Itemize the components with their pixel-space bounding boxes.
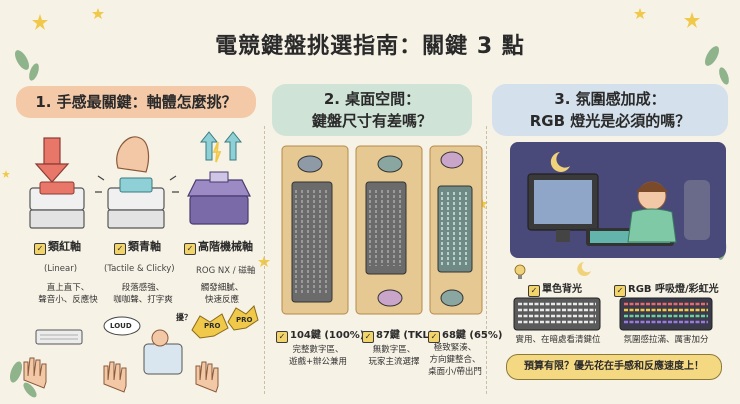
size-desc: 完整數字區、 遊戲+辦公兼用 xyxy=(276,344,360,368)
single-color-keyboard xyxy=(513,297,601,331)
switch-desc: 直上直下、 聲音小、反應快 xyxy=(18,282,118,306)
size-name: 68鍵 (65%) xyxy=(442,330,503,341)
desc-line: 段落感強、 xyxy=(121,283,165,293)
loud-bubble: LOUD xyxy=(110,322,132,330)
speech-bubble xyxy=(103,305,259,339)
switch-label-blue: ✓類青軸 xyxy=(114,238,161,255)
desc-line: 無數字區、 xyxy=(372,345,416,355)
size-desc: 極致緊湊、 方向鍵整合、 桌面小/帶出門 xyxy=(424,342,486,378)
budget-tip-banner: 預算有限？優先花在手感和反應速度上！ xyxy=(506,354,722,380)
desc-line: 桌面小/帶出門 xyxy=(428,367,482,377)
question-mark: 擾？ xyxy=(176,313,192,322)
pro-badge: PRO xyxy=(236,316,253,324)
pro-badge: PRO xyxy=(204,322,221,330)
desc-line: 方向鍵整合、 xyxy=(429,355,481,365)
moon-icon xyxy=(577,262,591,276)
check-icon: ✓ xyxy=(614,285,626,297)
column-divider xyxy=(264,126,265,394)
desc-line: 完整數字區、 xyxy=(292,345,344,355)
check-icon: ✓ xyxy=(528,285,540,297)
desc-line: 觸發細膩、 xyxy=(200,283,244,293)
lighting-label-single: ✓單色背光 xyxy=(528,280,582,297)
switch-label-mech: ✓高階機械軸 xyxy=(184,238,253,255)
check-icon: ✓ xyxy=(184,243,196,255)
switch-name: 類紅軸 xyxy=(48,240,81,253)
switch-type: ROG NX / 磁軸 xyxy=(196,266,256,276)
lighting-desc: 實用、在暗處看清鍵位 xyxy=(515,335,601,345)
small-keyboard-icon xyxy=(35,329,83,345)
column-divider xyxy=(486,126,487,394)
desc-line: 聲音小、反應快 xyxy=(38,295,98,305)
desk-tkl-illustration xyxy=(355,145,423,315)
desc-line: 快速反應 xyxy=(204,295,239,305)
lighting-desc: 氛圍感拉滿、厲害加分 xyxy=(623,335,709,345)
switch-name: 高階機械軸 xyxy=(198,240,253,253)
check-icon: ✓ xyxy=(362,331,374,343)
gamer-scene-illustration xyxy=(510,142,726,258)
switch-type: (Tactile & Clicky) xyxy=(104,264,175,274)
desc-line: 直上直下、 xyxy=(46,283,90,293)
lighting-name: 單色背光 xyxy=(542,284,582,295)
size-desc: 無數字區、 玩家主流選擇 xyxy=(360,344,428,368)
check-icon: ✓ xyxy=(114,243,126,255)
mechanical-switch-illustration xyxy=(187,131,251,225)
section-3-heading-line2: RGB 燈光是必須的嗎？ xyxy=(529,112,691,130)
desc-line: 玩家主流選擇 xyxy=(368,357,420,367)
switch-name: 類青軸 xyxy=(128,240,161,253)
section-3-heading-line1: 3. 氛圍感加成： xyxy=(554,90,666,108)
sleeping-person-illustration xyxy=(143,329,183,375)
check-icon: ✓ xyxy=(428,331,440,343)
section-2-heading-line1: 2. 桌面空間： xyxy=(323,90,421,108)
switch-desc: 觸發細膩、 快速反應 xyxy=(190,282,254,306)
check-icon: ✓ xyxy=(276,331,288,343)
size-label-tkl: ✓87鍵 (TKL) xyxy=(362,326,433,343)
switch-label-red: ✓類紅軸 xyxy=(34,238,81,255)
lighting-label-rgb: ✓RGB 呼吸燈/彩虹光 xyxy=(614,280,719,297)
desc-line: 咖咖聲、打字爽 xyxy=(113,295,173,305)
check-icon: ✓ xyxy=(34,243,46,255)
red-switch-illustration xyxy=(29,137,85,229)
switch-desc: 段落感強、 咖咖聲、打字爽 xyxy=(98,282,188,306)
size-label-65: ✓68鍵 (65%) xyxy=(428,326,502,343)
leaf-decoration xyxy=(9,46,729,398)
section-3-heading: 3. 氛圍感加成： RGB 燈光是必須的嗎？ xyxy=(492,84,728,136)
lighting-name: RGB 呼吸燈/彩虹光 xyxy=(628,284,719,295)
section-2-heading-line2: 鍵盤尺寸有差嗎？ xyxy=(311,112,432,130)
size-name: 87鍵 (TKL) xyxy=(376,330,434,341)
section-2-heading: 2. 桌面空間： 鍵盤尺寸有差嗎？ xyxy=(272,84,472,136)
rgb-keyboard xyxy=(619,297,713,331)
size-label-100: ✓104鍵 (100%) xyxy=(276,326,364,343)
desc-line: 遊戲+辦公兼用 xyxy=(288,357,348,367)
blue-switch-illustration xyxy=(95,136,179,229)
hand-illustration xyxy=(23,357,219,393)
desk-100-illustration xyxy=(281,145,349,315)
size-name: 104鍵 (100%) xyxy=(290,330,365,341)
desc-line: 極致緊湊、 xyxy=(433,343,477,353)
switch-type: (Linear) xyxy=(44,264,78,274)
section-1-heading: 1. 手感最關鍵：軸體怎麼挑？ xyxy=(16,86,256,118)
lightbulb-icon xyxy=(514,264,526,279)
desk-65-illustration xyxy=(429,145,483,315)
page-title: 電競鍵盤挑選指南：關鍵 3 點 xyxy=(215,34,525,59)
